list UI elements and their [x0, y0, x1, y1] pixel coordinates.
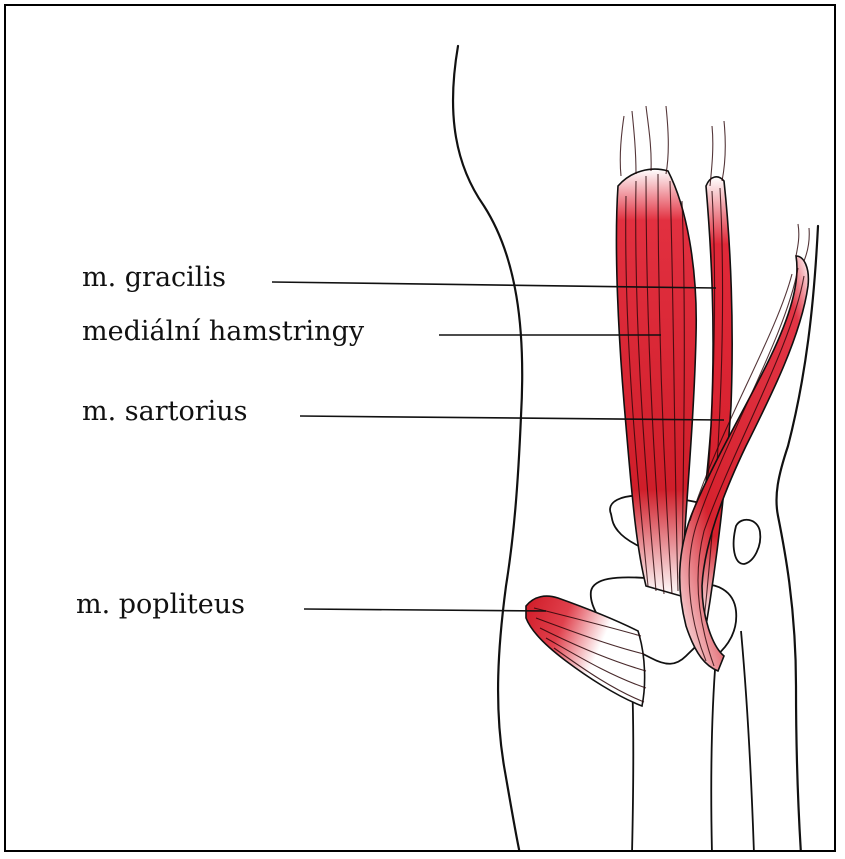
diagram-frame: m. gracilis mediální hamstringy m. sarto…	[4, 4, 836, 852]
sartorius-muscle	[680, 224, 810, 671]
label-gracilis: m. gracilis	[82, 264, 226, 291]
label-popliteus: m. popliteus	[76, 591, 245, 618]
knee-anatomy-illustration	[6, 6, 836, 852]
label-medial-hamstrings: mediální hamstringy	[82, 318, 364, 345]
label-sartorius: m. sartorius	[82, 398, 248, 425]
leader-line-popliteus	[304, 609, 546, 611]
